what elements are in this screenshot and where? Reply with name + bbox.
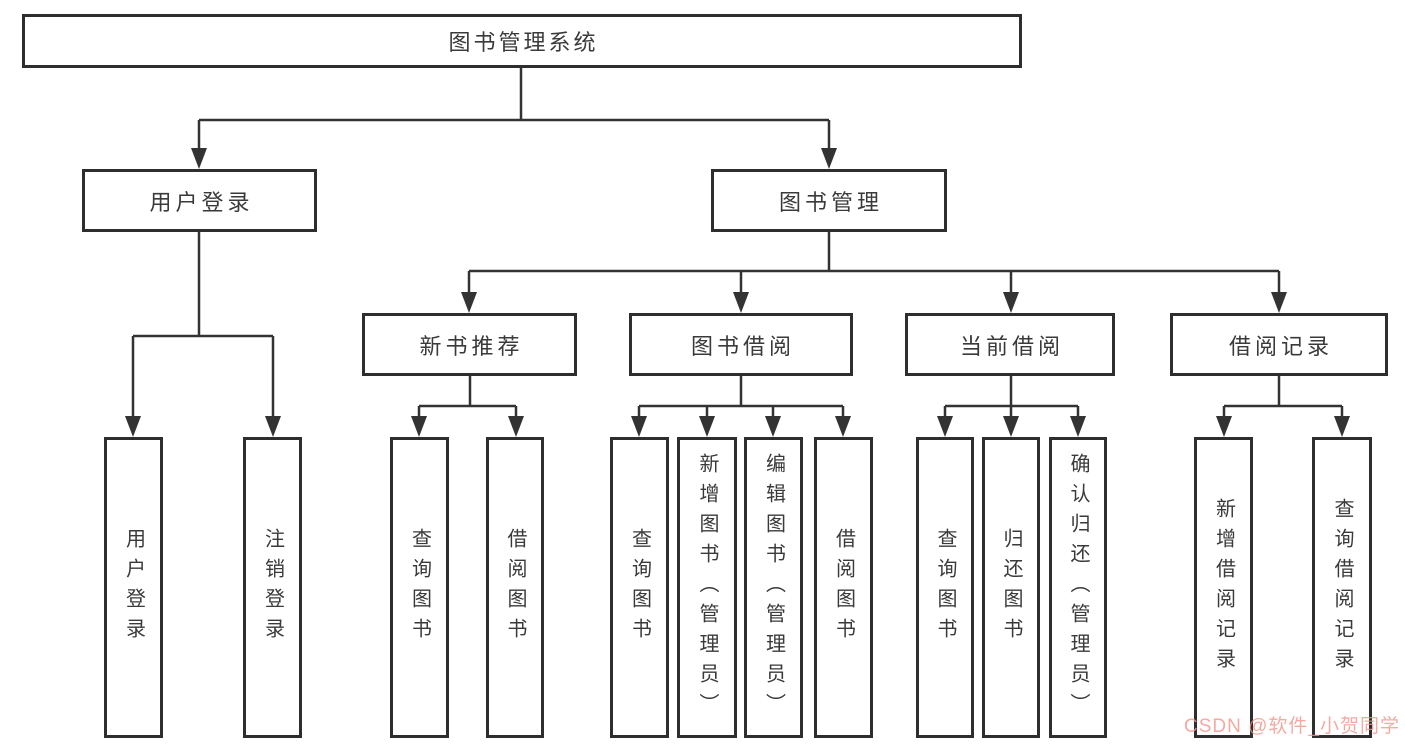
leaf-br-add-record-label: 新增借阅记录: [1212, 497, 1235, 678]
node-borrow-record-label: 借阅记录: [1228, 333, 1333, 359]
leaf-cb-query-book-label: 查询图书: [934, 527, 956, 648]
node-root: 图书管理系统: [22, 14, 1022, 68]
node-current-borrow-label: 当前借阅: [959, 333, 1064, 359]
leaf-nbr-borrow-book-label: 借阅图书: [504, 527, 526, 648]
node-book-borrow: 图书借阅: [629, 313, 853, 376]
leaf-user-login: 用户登录: [104, 437, 163, 738]
csdn-watermark: CSDN @软件_小贺同学: [1184, 716, 1400, 737]
leaf-cb-return-book: 归还图书: [982, 437, 1040, 738]
node-user-login-label: 用户登录: [149, 189, 254, 215]
node-root-label: 图书管理系统: [448, 30, 599, 55]
leaf-bb-add-book-admin-label: 新增图书（管理员）: [696, 452, 718, 723]
leaf-bb-add-book-admin: 新增图书（管理员）: [677, 437, 737, 738]
node-current-borrow: 当前借阅: [905, 313, 1115, 376]
node-new-book-recommend: 新书推荐: [362, 313, 577, 376]
leaf-br-query-record: 查询借阅记录: [1312, 437, 1372, 738]
leaf-br-query-record-label: 查询借阅记录: [1331, 497, 1353, 678]
leaf-user-login-label: 用户登录: [122, 527, 145, 648]
leaf-bb-borrow-book: 借阅图书: [814, 437, 873, 738]
leaf-bb-edit-book-admin-label: 编辑图书（管理员）: [762, 452, 785, 723]
leaf-cb-return-book-label: 归还图书: [1000, 527, 1022, 648]
leaf-cb-confirm-return-admin: 确认归还（管理员）: [1049, 437, 1107, 738]
leaf-nbr-borrow-book: 借阅图书: [486, 437, 544, 738]
leaf-bb-edit-book-admin: 编辑图书（管理员）: [744, 437, 803, 738]
leaf-logout-label: 注销登录: [261, 527, 284, 648]
leaf-nbr-query-book-label: 查询图书: [408, 527, 431, 648]
node-book-borrow-label: 图书借阅: [690, 333, 795, 359]
node-user-login: 用户登录: [82, 169, 317, 232]
leaf-cb-confirm-return-admin-label: 确认归还（管理员）: [1067, 452, 1089, 723]
node-book-management: 图书管理: [711, 169, 947, 232]
leaf-nbr-query-book: 查询图书: [390, 437, 449, 738]
leaf-bb-query-book-label: 查询图书: [628, 527, 651, 648]
node-book-management-label: 图书管理: [778, 189, 883, 215]
leaf-logout: 注销登录: [243, 437, 302, 738]
leaf-br-add-record: 新增借阅记录: [1194, 437, 1253, 738]
leaf-cb-query-book: 查询图书: [916, 437, 974, 738]
leaf-bb-borrow-book-label: 借阅图书: [832, 527, 855, 648]
node-borrow-record: 借阅记录: [1170, 313, 1388, 376]
node-new-book-recommend-label: 新书推荐: [419, 333, 524, 359]
leaf-bb-query-book: 查询图书: [610, 437, 669, 738]
